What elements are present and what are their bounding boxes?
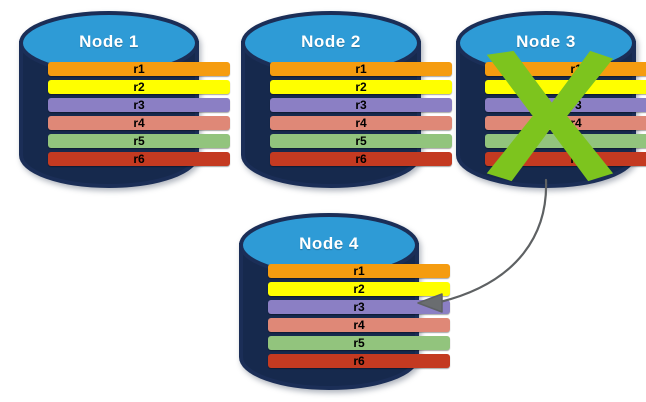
node-cylinder-4[interactable]: Node 4 r1 r2 r3 r4 r5 r6 xyxy=(238,212,450,390)
row-item[interactable]: r2 xyxy=(48,80,230,94)
row-label: r6 xyxy=(355,152,367,166)
row-label: r5 xyxy=(570,134,582,148)
row-item[interactable]: r6 xyxy=(270,152,452,166)
row-label: r2 xyxy=(133,80,145,94)
row-label: r3 xyxy=(353,300,365,314)
row-label: r4 xyxy=(355,116,367,130)
row-item[interactable]: r4 xyxy=(48,116,230,130)
row-item[interactable]: r3 xyxy=(48,98,230,112)
row-item[interactable]: r6 xyxy=(48,152,230,166)
row-label: r2 xyxy=(570,80,582,94)
row-item[interactable]: r4 xyxy=(268,318,450,332)
row-item[interactable]: r1 xyxy=(485,62,646,76)
row-label: r6 xyxy=(133,152,145,166)
row-item[interactable]: r4 xyxy=(485,116,646,130)
row-label: r4 xyxy=(353,318,365,332)
row-label: r5 xyxy=(355,134,367,148)
row-item[interactable]: r1 xyxy=(48,62,230,76)
row-label: r1 xyxy=(133,62,145,76)
row-item[interactable]: r3 xyxy=(485,98,646,112)
row-item[interactable]: r3 xyxy=(268,300,450,314)
row-item[interactable]: r6 xyxy=(485,152,646,166)
row-label: r5 xyxy=(133,134,145,148)
row-label: r3 xyxy=(355,98,367,112)
row-label: r3 xyxy=(133,98,145,112)
row-item[interactable]: r4 xyxy=(270,116,452,130)
row-item[interactable]: r3 xyxy=(270,98,452,112)
cylinder-shape-1 xyxy=(19,11,199,188)
cylinder-shape-2 xyxy=(241,11,421,188)
row-item[interactable]: r1 xyxy=(268,264,450,278)
row-label: r4 xyxy=(570,116,582,130)
row-label: r1 xyxy=(355,62,367,76)
node-rows-4: r1 r2 r3 r4 r5 r6 xyxy=(238,264,480,368)
node-rows-2: r1 r2 r3 r4 r5 r6 xyxy=(240,62,482,166)
row-item[interactable]: r2 xyxy=(270,80,452,94)
row-label: r1 xyxy=(353,264,365,278)
row-item[interactable]: r5 xyxy=(268,336,450,350)
row-label: r2 xyxy=(353,282,365,296)
row-label: r6 xyxy=(353,354,365,368)
row-label: r5 xyxy=(353,336,365,350)
row-label: r6 xyxy=(570,152,582,166)
row-label: r3 xyxy=(570,98,582,112)
row-item[interactable]: r5 xyxy=(270,134,452,148)
node-rows-3: r1 r2 r3 r4 r5 r6 xyxy=(455,62,646,166)
row-item[interactable]: r2 xyxy=(268,282,450,296)
row-item[interactable]: r5 xyxy=(48,134,230,148)
row-item[interactable]: r2 xyxy=(485,80,646,94)
node-rows-1: r1 r2 r3 r4 r5 r6 xyxy=(18,62,260,166)
row-label: r4 xyxy=(133,116,145,130)
row-item[interactable]: r1 xyxy=(270,62,452,76)
row-label: r2 xyxy=(355,80,367,94)
row-label: r1 xyxy=(570,62,582,76)
node-cylinder-1[interactable]: Node 1 r1 r2 r3 r4 r5 r6 xyxy=(18,10,230,188)
node-cylinder-3[interactable]: Node 3 r1 r2 r3 r4 r5 r6 xyxy=(455,10,646,188)
row-item[interactable]: r6 xyxy=(268,354,450,368)
row-item[interactable]: r5 xyxy=(485,134,646,148)
node-cylinder-2[interactable]: Node 2 r1 r2 r3 r4 r5 r6 xyxy=(240,10,452,188)
